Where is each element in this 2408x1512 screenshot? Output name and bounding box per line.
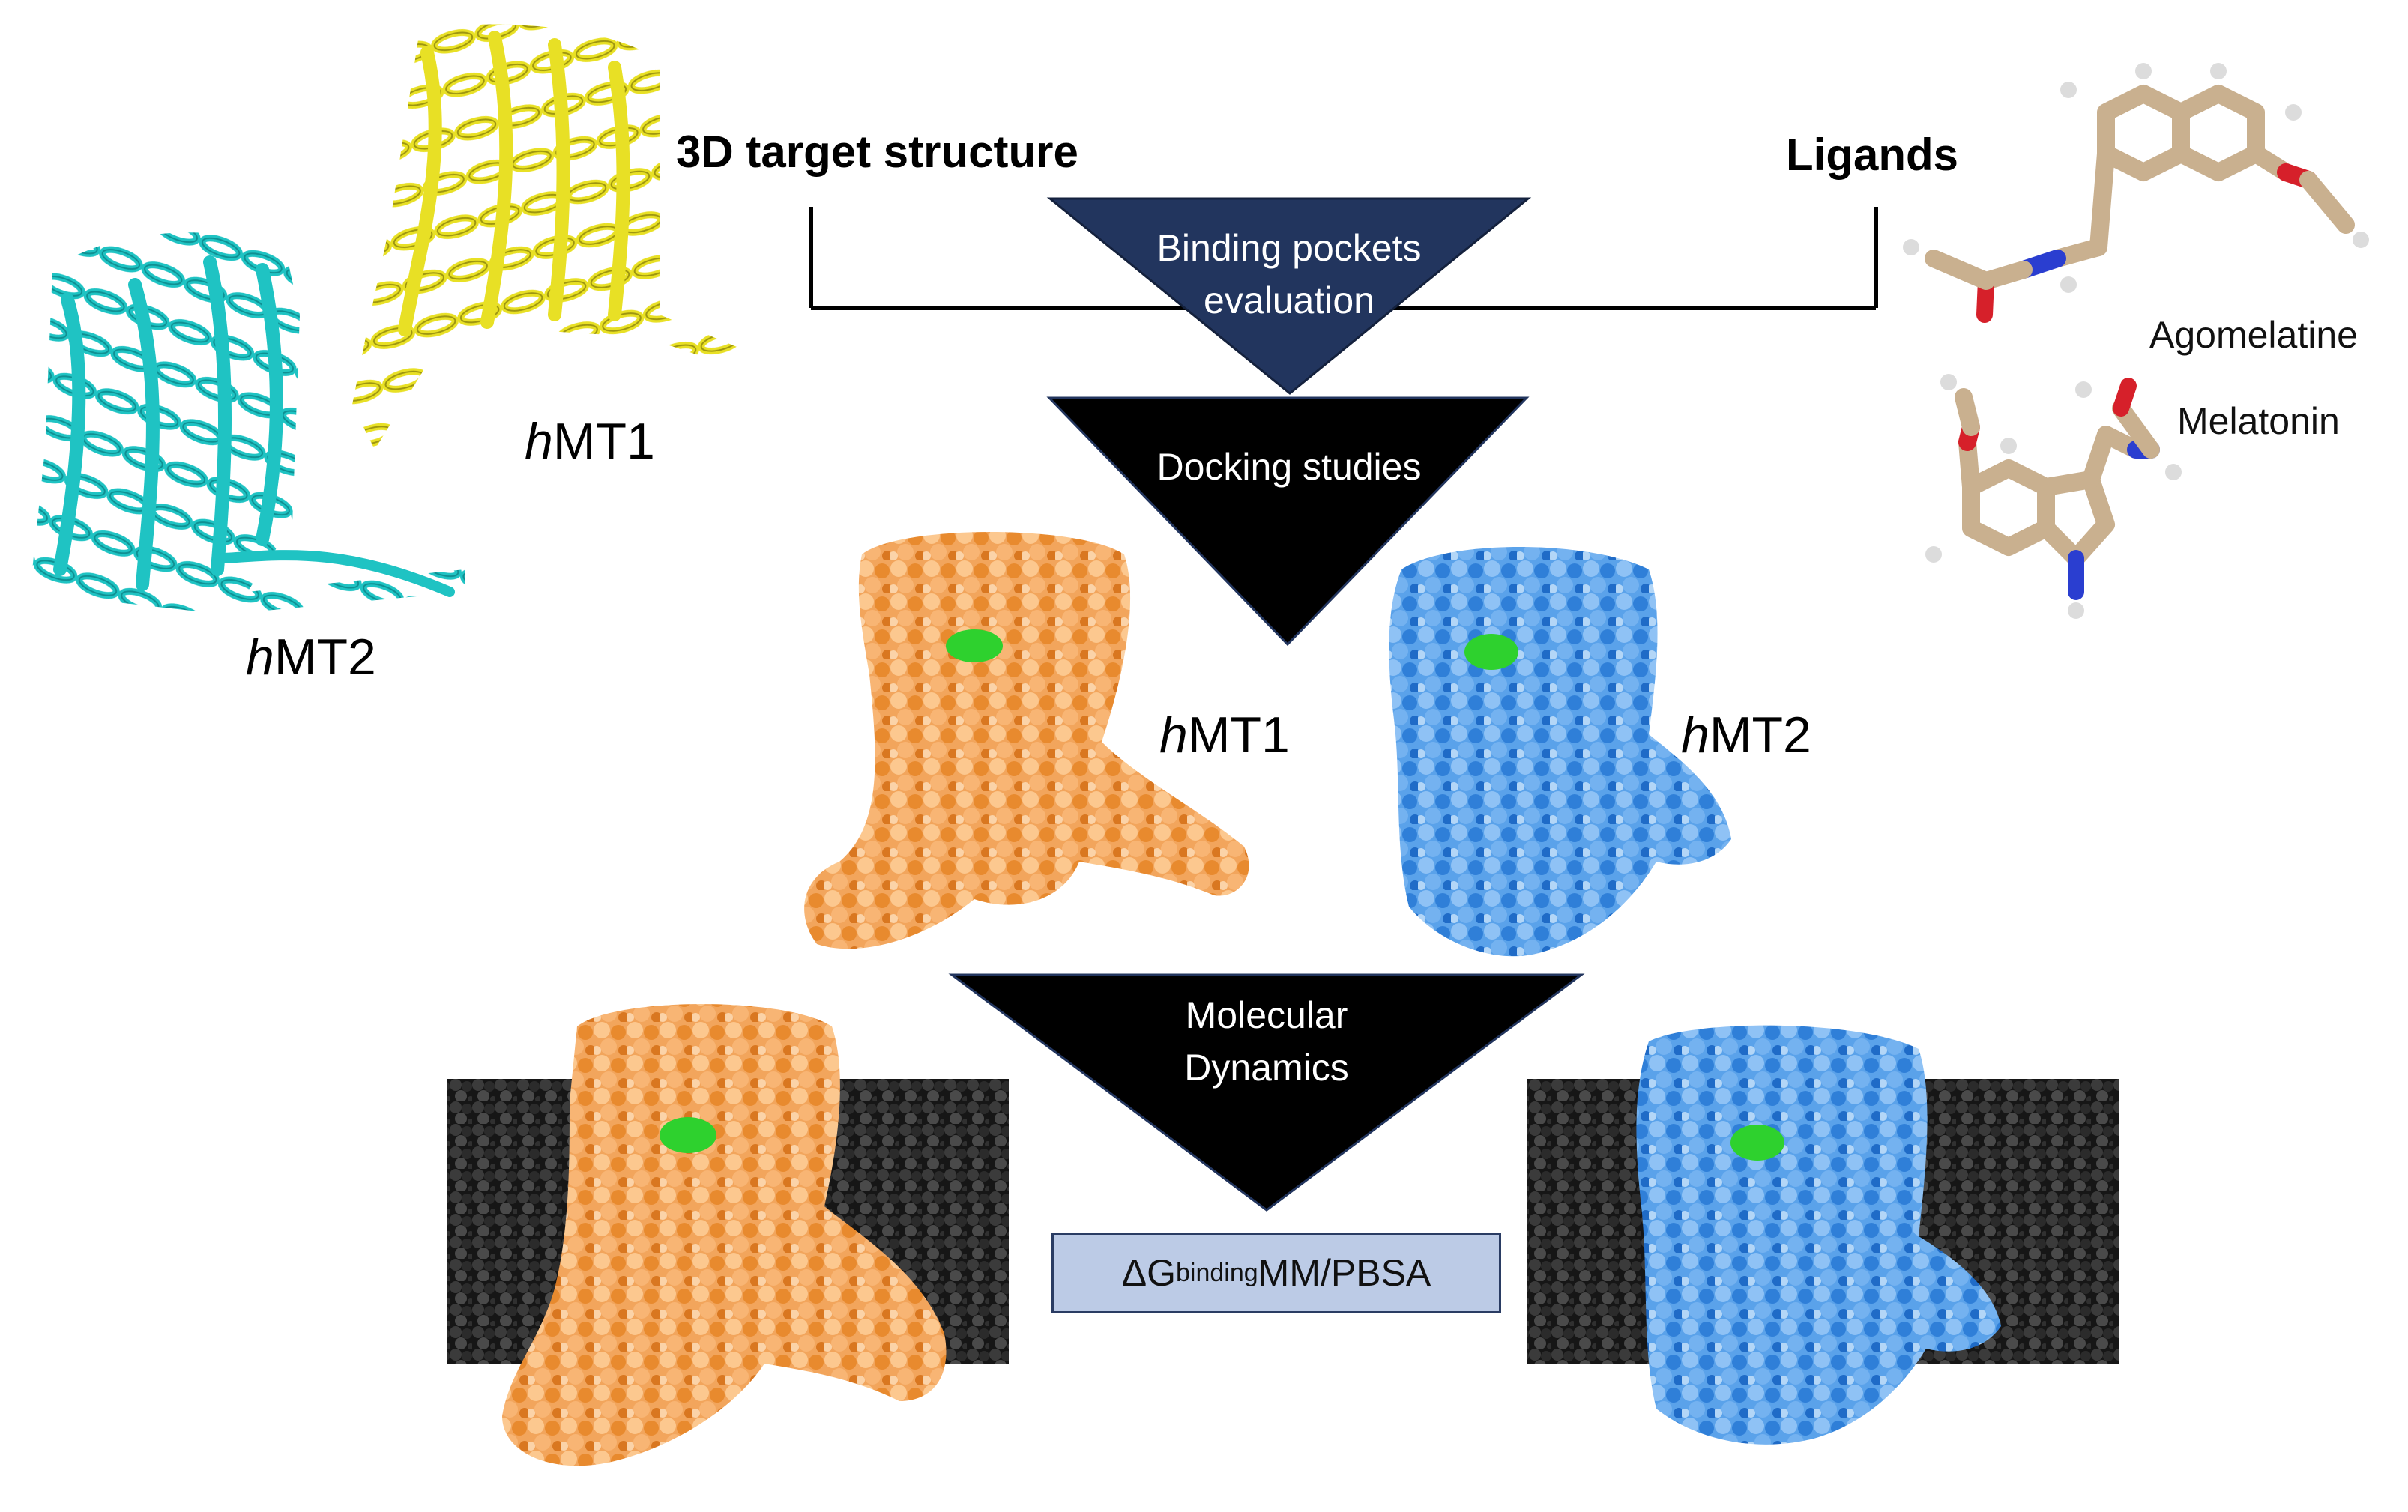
hmt1-surface-md — [502, 1004, 947, 1466]
hmt2-surface-label: hMT2 — [1681, 707, 1811, 763]
binding-pockets-triangle — [1046, 197, 1532, 395]
hmt2-surface-md — [1636, 1025, 2001, 1445]
target-structure-label: 3D target structure — [676, 127, 1078, 177]
docking-studies-triangle — [1046, 396, 1530, 647]
hmt2-surface-docking — [1389, 547, 1731, 957]
hmt2-ribbon-label: hMT2 — [246, 629, 376, 686]
hmt1-ribbon-label: hMT1 — [525, 413, 655, 470]
melatonin-molecule — [1925, 374, 2182, 619]
hmt1-surface-label: hMT1 — [1159, 707, 1290, 763]
hmt2-docking-ligand-site — [1464, 634, 1518, 670]
hmt1-md-ligand-site — [660, 1117, 716, 1153]
hmt2-md-ligand-site — [1730, 1125, 1784, 1161]
agomelatine-label: Agomelatine — [2149, 314, 2358, 356]
melatonin-label: Melatonin — [2177, 400, 2340, 442]
hmt1-surface-docking — [804, 532, 1249, 949]
molecular-dynamics-triangle — [948, 973, 1585, 1212]
hmt1-docking-ligand-site — [946, 629, 1003, 662]
hmt2-ribbon-structure — [30, 232, 465, 614]
agomelatine-molecule — [1903, 63, 2369, 323]
hmt1-ribbon-structure — [352, 24, 749, 450]
binding-pockets-step: Binding pockets evaluation — [1156, 227, 1422, 321]
molecular-dynamics-step: Molecular Dynamics — [1184, 994, 1349, 1089]
ligands-label: Ligands — [1786, 130, 1959, 180]
docking-studies-step: Docking studies — [1156, 446, 1422, 488]
